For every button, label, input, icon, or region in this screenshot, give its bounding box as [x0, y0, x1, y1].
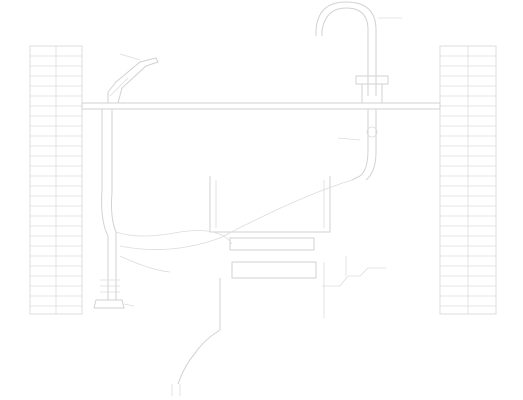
supply-line — [171, 278, 221, 396]
sink-faucet — [107, 57, 159, 104]
sink-drain-pipe — [93, 109, 125, 309]
filter-tubing — [115, 179, 353, 273]
right-brick-wall — [439, 45, 497, 315]
faucet-shank — [351, 109, 378, 181]
left-brick-wall — [29, 45, 83, 315]
storage-tank-lines — [322, 256, 386, 318]
filter-faucet — [315, 1, 389, 104]
countertop — [81, 102, 441, 110]
filter-unit — [209, 176, 331, 279]
